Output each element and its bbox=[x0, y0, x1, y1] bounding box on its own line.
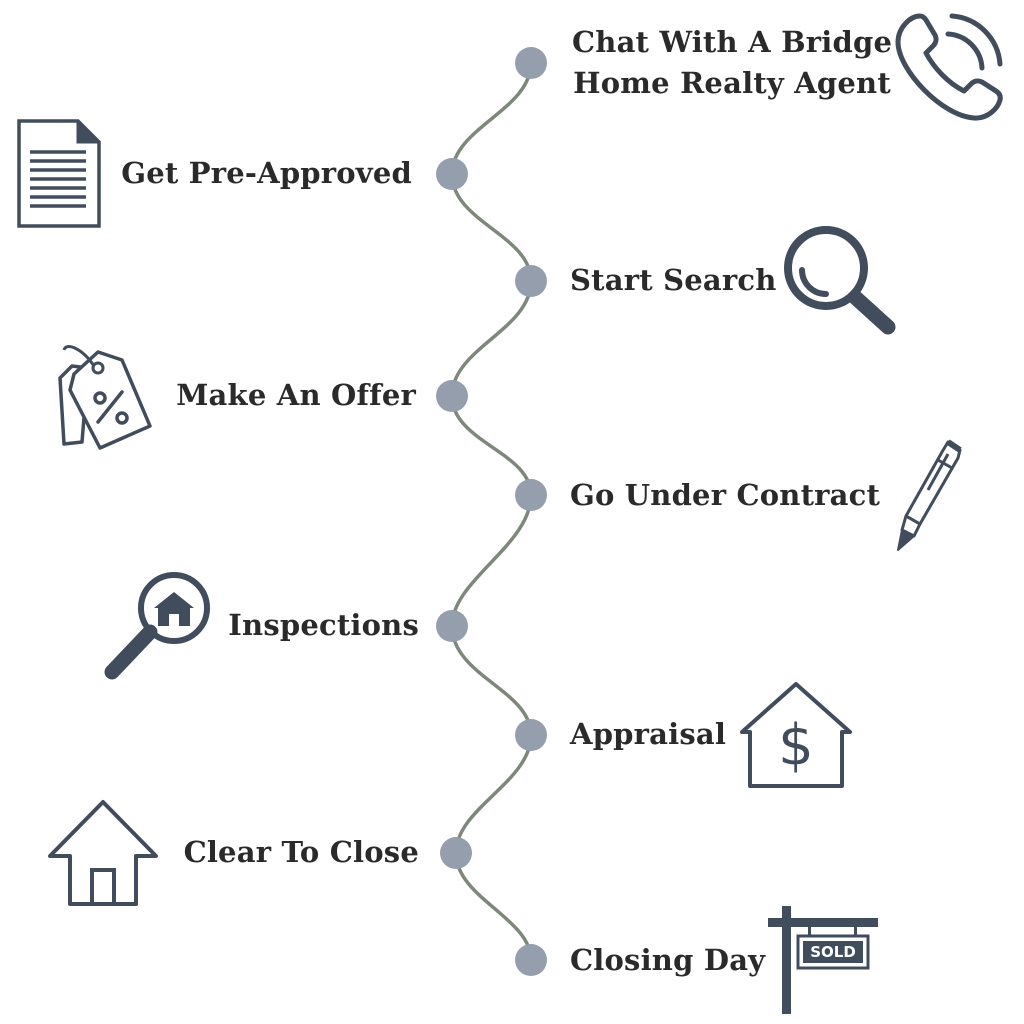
step-label-closing-day: Closing Day bbox=[570, 943, 766, 977]
timeline-node bbox=[436, 380, 468, 412]
timeline-node bbox=[515, 47, 547, 79]
timeline-curve bbox=[450, 61, 533, 962]
step-label-go-under-contract: Go Under Contract bbox=[570, 478, 881, 512]
sold-sign-text: SOLD bbox=[810, 943, 856, 961]
step-label-inspections: Inspections bbox=[228, 608, 419, 642]
timeline-node bbox=[515, 265, 547, 297]
magnifier-icon bbox=[782, 224, 900, 336]
timeline-node bbox=[515, 944, 547, 976]
phone-icon bbox=[890, 8, 1010, 128]
step-label-clear-to-close: Clear To Close bbox=[183, 835, 419, 869]
svg-text:$: $ bbox=[778, 713, 814, 778]
step-label-chat-with-agent: Chat With A Bridge Home Realty Agent bbox=[572, 25, 893, 100]
sold-sign-icon: SOLD bbox=[764, 904, 882, 1016]
timeline-node bbox=[440, 837, 472, 869]
house-icon bbox=[46, 798, 160, 910]
step-label-appraisal: Appraisal bbox=[570, 717, 727, 751]
step-label-get-pre-approved: Get Pre-Approved bbox=[121, 156, 412, 190]
step-label-make-an-offer: Make An Offer bbox=[176, 378, 416, 412]
timeline-node bbox=[515, 719, 547, 751]
timeline-node bbox=[436, 158, 468, 190]
house-inspection-icon bbox=[100, 568, 216, 684]
timeline-node bbox=[436, 610, 468, 642]
house-dollar-icon: $ bbox=[738, 680, 856, 792]
pen-icon bbox=[888, 438, 968, 554]
price-tags-icon bbox=[52, 338, 156, 454]
timeline-node bbox=[515, 479, 547, 511]
document-icon bbox=[16, 118, 102, 230]
step-label-start-search: Start Search bbox=[570, 263, 777, 297]
